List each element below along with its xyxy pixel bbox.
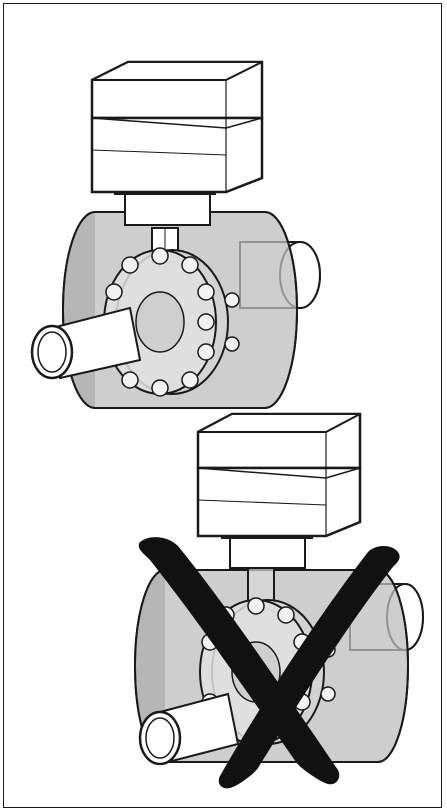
pipe-left-end xyxy=(138,692,240,766)
panel-incorrect xyxy=(134,412,424,789)
panel-correct xyxy=(30,60,321,409)
actuator xyxy=(90,60,264,226)
actuator xyxy=(196,412,362,569)
pipe-left-end xyxy=(30,306,142,380)
cross-mark-icon xyxy=(138,537,400,789)
